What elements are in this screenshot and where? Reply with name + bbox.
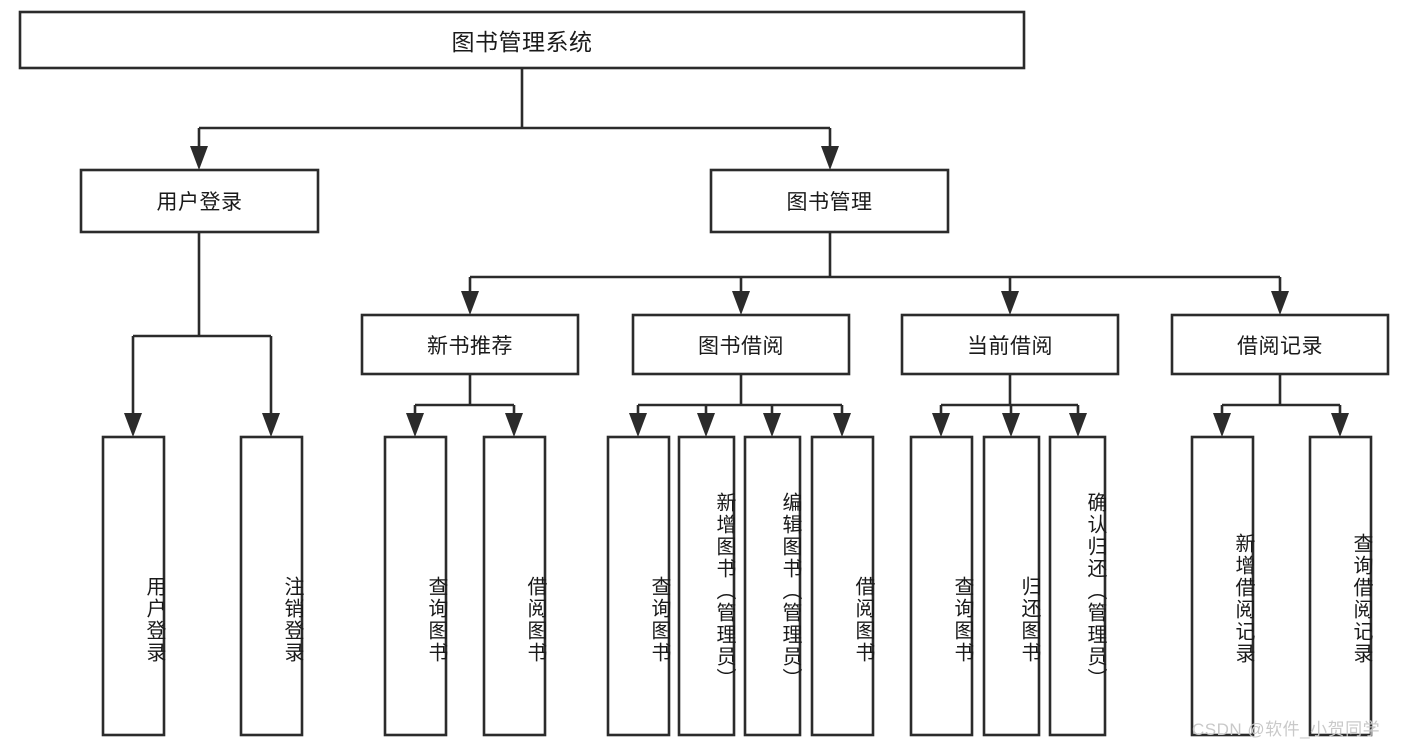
arrow-head-current-borrow xyxy=(1001,291,1019,315)
node-box-leaf-borrow-book[interactable] xyxy=(810,435,875,737)
node-box-leaf-query-book-borrow[interactable] xyxy=(606,435,671,737)
csdn-watermark: CSDN @软件_小贺同学 xyxy=(1192,720,1381,739)
arrow-head-leaf-user-login xyxy=(124,413,142,437)
node-box-root[interactable] xyxy=(18,10,1026,70)
arrow-head-user-login xyxy=(190,146,208,170)
node-box-borrow-record[interactable] xyxy=(1170,313,1390,376)
node-box-leaf-query-book-rec[interactable] xyxy=(383,435,448,737)
node-box-book-borrow[interactable] xyxy=(631,313,851,376)
arrow-head-leaf-confirm-return xyxy=(1069,413,1087,437)
arrow-head-leaf-query-book-rec xyxy=(406,413,424,437)
node-box-new-book-rec[interactable] xyxy=(360,313,580,376)
arrow-head-leaf-query-book-borrow xyxy=(629,413,647,437)
node-box-leaf-query-book-cur[interactable] xyxy=(909,435,974,737)
arrow-head-leaf-logout xyxy=(262,413,280,437)
arrow-head-leaf-add-book xyxy=(697,413,715,437)
arrow-head-leaf-edit-book xyxy=(763,413,781,437)
node-box-user-login[interactable] xyxy=(79,168,320,234)
arrow-head-leaf-return-book xyxy=(1002,413,1020,437)
node-box-book-manage[interactable] xyxy=(709,168,950,234)
node-box-leaf-borrow-book-rec[interactable] xyxy=(482,435,547,737)
node-box-leaf-query-record[interactable] xyxy=(1308,435,1373,737)
node-box-leaf-edit-book[interactable] xyxy=(743,435,802,737)
node-box-current-borrow[interactable] xyxy=(900,313,1120,376)
node-box-leaf-return-book[interactable] xyxy=(982,435,1041,737)
node-box-leaf-add-book[interactable] xyxy=(677,435,736,737)
arrow-head-leaf-borrow-book xyxy=(833,413,851,437)
node-box-leaf-user-login[interactable] xyxy=(101,435,166,737)
arrow-head-leaf-add-record xyxy=(1213,413,1231,437)
arrow-head-book-borrow xyxy=(732,291,750,315)
node-box-leaf-add-record[interactable] xyxy=(1190,435,1255,737)
arrow-head-leaf-borrow-book-rec xyxy=(505,413,523,437)
arrow-head-book-manage xyxy=(821,146,839,170)
node-box-leaf-logout[interactable] xyxy=(239,435,304,737)
connector-layer xyxy=(124,68,1349,437)
node-box-leaf-confirm-return[interactable] xyxy=(1048,435,1107,737)
arrow-head-new-book-rec xyxy=(461,291,479,315)
arrow-head-leaf-query-record xyxy=(1331,413,1349,437)
arrow-head-borrow-record xyxy=(1271,291,1289,315)
arrow-head-leaf-query-book-cur xyxy=(932,413,950,437)
node-box-layer xyxy=(18,10,1390,737)
